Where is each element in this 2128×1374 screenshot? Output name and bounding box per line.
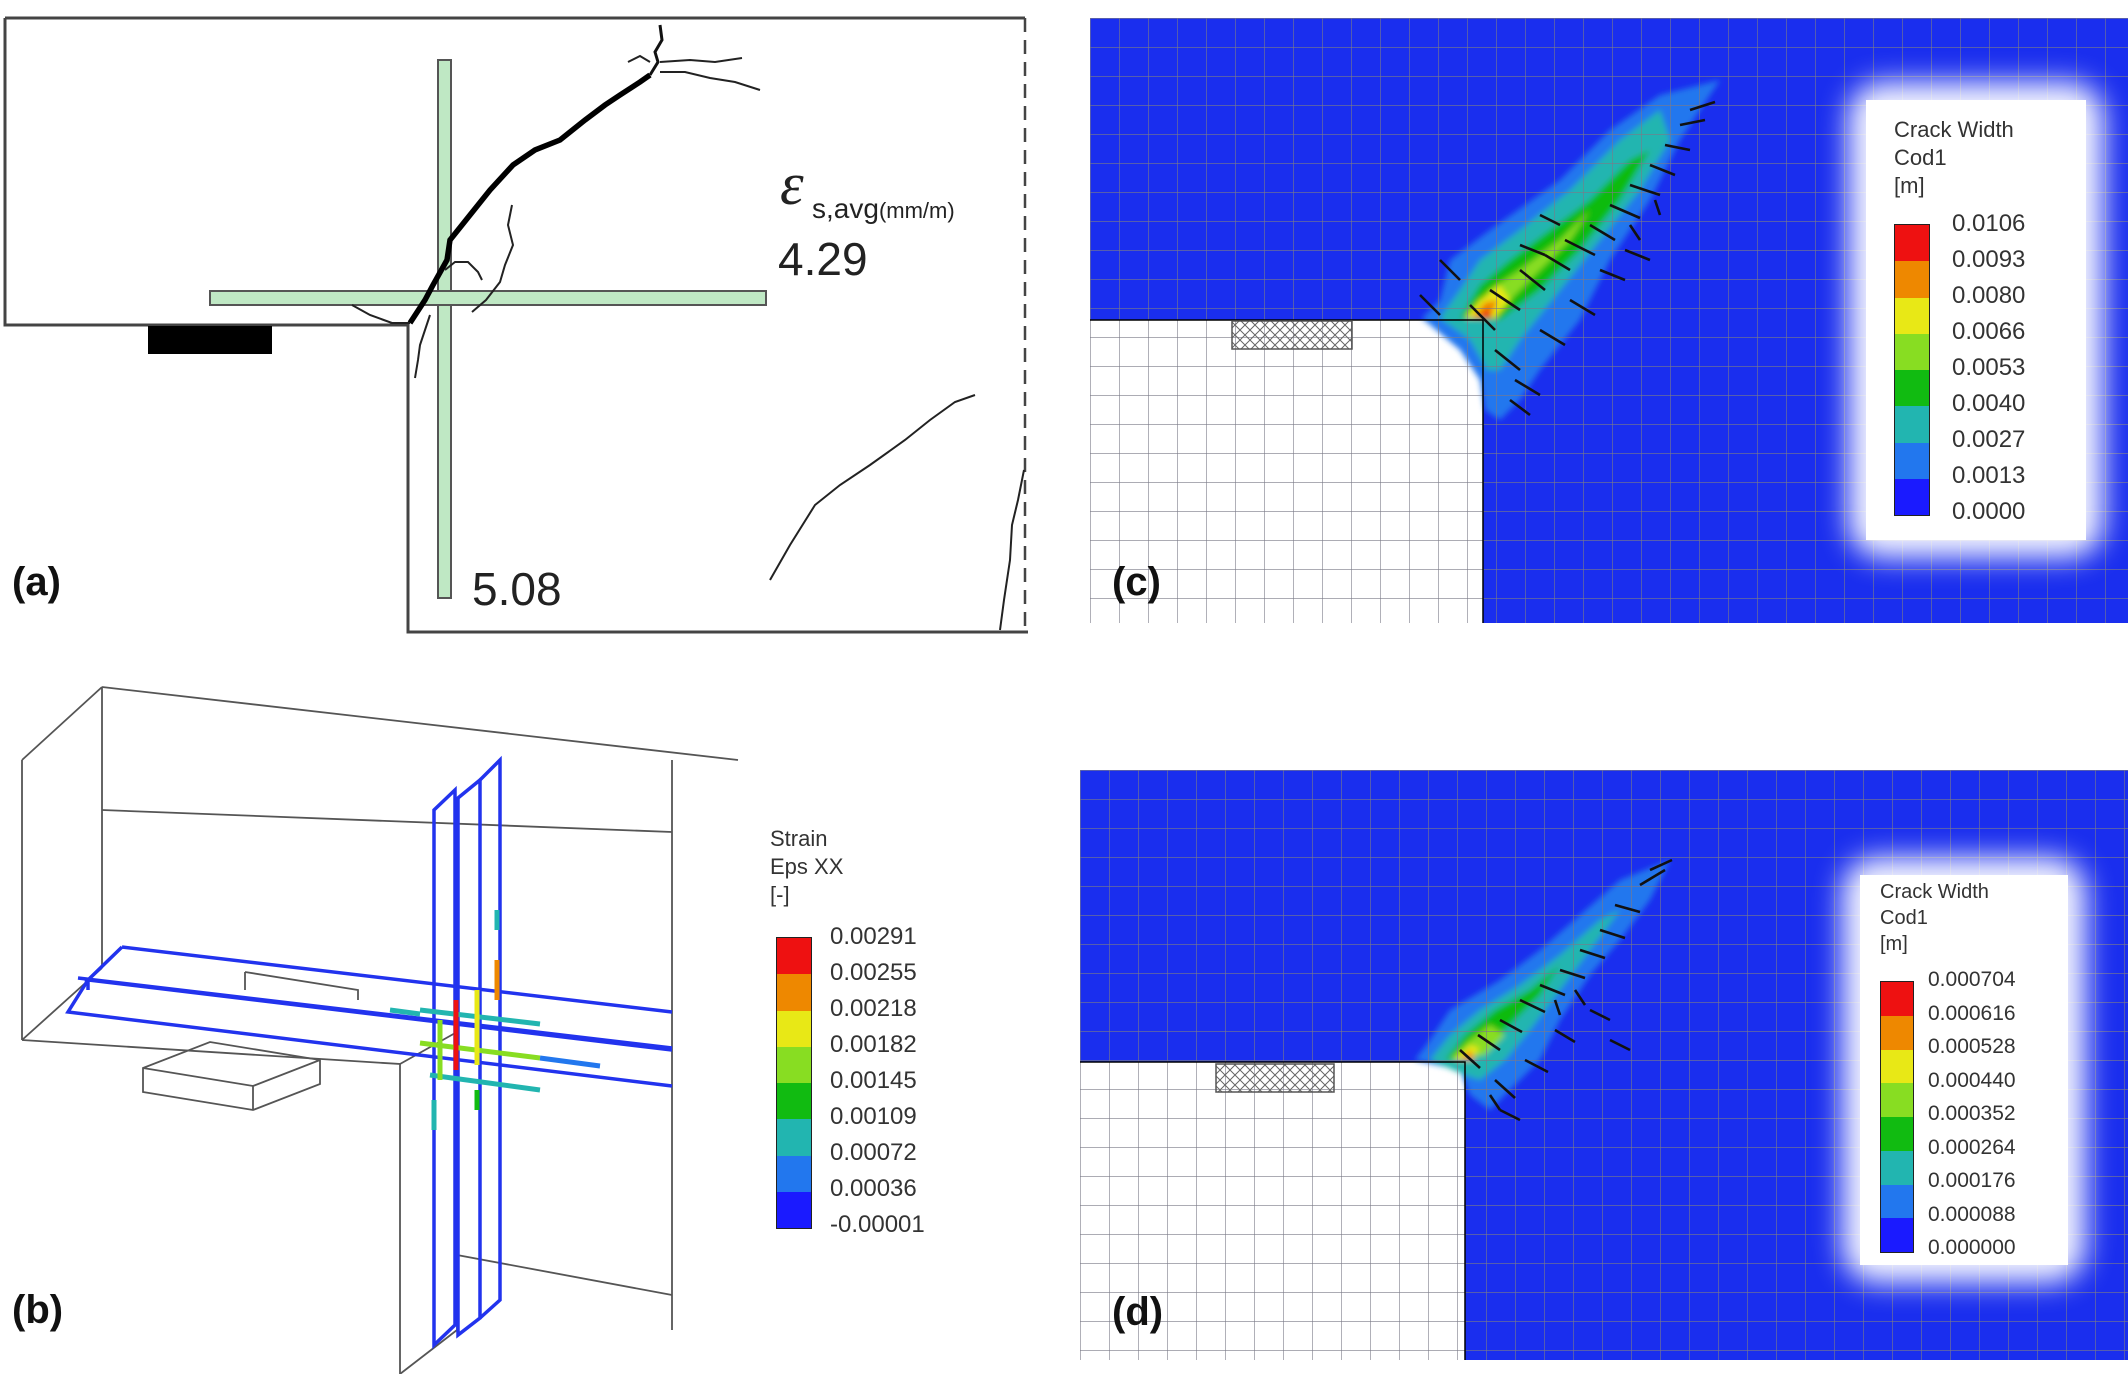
- panel-d-label: (d): [1112, 1290, 1164, 1334]
- panel-d-legend-value: 0.000704: [1928, 968, 2016, 992]
- panel-b-scale-segment: [777, 1010, 811, 1047]
- panel-c-legend-title-3: [m]: [1894, 173, 1925, 198]
- panel-b-legend-value: 0.00145: [830, 1066, 917, 1094]
- panel-d-legend-value: 0.000264: [1928, 1135, 2016, 1159]
- panel-d-scale-segment: [1881, 1117, 1913, 1151]
- panel-b-scale-segment: [777, 1046, 811, 1083]
- panel-d-legend-title-2: Cod1: [1880, 907, 1928, 929]
- panel-c-scale-segment: [1895, 370, 1929, 407]
- panel-d-bearing-plate: [1215, 1063, 1335, 1093]
- panel-d-legend-value: 0.000352: [1928, 1102, 2016, 1126]
- panel-b-drawing: [21, 686, 739, 1374]
- panel-b-legend-value: 0.00218: [830, 994, 917, 1022]
- panel-a-drawing: [3, 16, 1028, 634]
- panel-a-horizontal-strain-value: 4.29: [778, 233, 868, 285]
- panel-c-legend: Crack Width Cod1 [m] 0.0106 0.0093 0.0080 0…: [1866, 100, 2086, 540]
- panel-d-scale-segment: [1881, 1049, 1913, 1084]
- panel-b-legend-value: 0.00072: [830, 1138, 917, 1166]
- panel-c-scale-segment: [1895, 261, 1929, 298]
- panel-c-legend-title-1: Crack Width: [1894, 117, 2014, 142]
- panel-d-scale-segment: [1881, 1015, 1913, 1050]
- panel-c-legend-value: 0.0080: [1952, 281, 2026, 309]
- panel-c-legend-title-2: Cod1: [1894, 145, 1947, 170]
- panel-c-scale-segment: [1895, 406, 1929, 443]
- panel-c-legend-value: 0.0000: [1952, 497, 2026, 525]
- panel-d-legend-value: 0.000000: [1928, 1236, 2016, 1260]
- panel-c-legend-value: 0.0106: [1952, 209, 2026, 237]
- panel-b-legend-value: 0.00255: [830, 958, 917, 986]
- panel-c-scale-segment: [1895, 478, 1929, 515]
- panel-c-label: (c): [1112, 560, 1161, 604]
- panel-b-legend-value: 0.00182: [830, 1030, 917, 1058]
- panel-a-bearing-plate: [148, 326, 272, 354]
- panel-d-legend-title-3: [m]: [1880, 933, 1908, 955]
- panel-a-strain-symbol: ε: [780, 151, 804, 217]
- panel-d-scale-segment: [1881, 1083, 1913, 1117]
- panel-d-legend-value: 0.000176: [1928, 1169, 2016, 1193]
- panel-b-legend-value: -0.00001: [830, 1210, 925, 1238]
- panel-d-legend-value: 0.000088: [1928, 1202, 2016, 1226]
- panel-b-legend-value: 0.00036: [830, 1174, 917, 1202]
- panel-d-scale-segment: [1881, 982, 1913, 1016]
- panel-a-main-crack: [407, 72, 652, 325]
- panel-b-scale-segment: [777, 938, 811, 975]
- panel-c-legend-value: 0.0013: [1952, 461, 2026, 489]
- panel-b-scale-segment: [777, 974, 811, 1011]
- panel-b-legend-title-3: [-]: [770, 882, 790, 907]
- panel-b-rebar-cage: [65, 755, 673, 1350]
- panel-b-legend-title-1: Strain: [770, 826, 828, 851]
- panel-b-scale-segment: [777, 1119, 811, 1156]
- panel-a-label: (a): [12, 560, 61, 604]
- panel-d-legend-title-1: Crack Width: [1880, 881, 1989, 903]
- panel-b-legend-value: 0.00291: [830, 922, 917, 950]
- panel-c-scale-segment: [1895, 225, 1929, 262]
- panel-d-scale-segment: [1881, 1184, 1913, 1219]
- panel-b-scale-segment: [777, 1155, 811, 1192]
- panel-c-scale-segment: [1895, 333, 1929, 370]
- panel-b-scale-segment: [777, 1083, 811, 1120]
- panel-a-vertical-strain-value: 5.08: [472, 563, 562, 615]
- panel-c-bearing-plate: [1231, 320, 1353, 350]
- panel-c-legend-value: 0.0040: [1952, 389, 2026, 417]
- panel-c-color-scale: [1894, 224, 1930, 516]
- panel-b-legend-title-2: Eps XX: [770, 854, 844, 879]
- panel-d-legend-value: 0.000528: [1928, 1035, 2016, 1059]
- panel-c-legend-value: 0.0027: [1952, 425, 2026, 453]
- panel-c-scale-segment: [1895, 297, 1929, 334]
- panel-a-vertical-rebar: [437, 59, 452, 599]
- panel-b-legend: Strain Eps XX [-] 0.00291 0.00255 0.00218 0…: [770, 825, 970, 1238]
- panel-b-color-scale: [776, 937, 812, 1229]
- panel-b-scale-segment: [777, 1191, 811, 1228]
- panel-d-legend-value: 0.000616: [1928, 1001, 2016, 1025]
- panel-b-legend-value: 0.00109: [830, 1102, 917, 1130]
- panel-d-scale-segment: [1881, 1218, 1913, 1252]
- panel-d-scale-segment: [1881, 1150, 1913, 1185]
- panel-c-legend-value: 0.0093: [1952, 245, 2026, 273]
- panel-a-subscript-text: s,avg: [812, 193, 879, 224]
- panel-a-unit: (mm/m): [878, 198, 955, 223]
- panel-a-beam-outline: [3, 18, 1028, 634]
- panel-d-legend-value: 0.000440: [1928, 1068, 2016, 1092]
- panel-a-strain-subscript: s,avg(mm/m): [812, 193, 955, 225]
- panel-b-label: (b): [12, 1288, 64, 1332]
- panel-c-legend-value: 0.0053: [1952, 353, 2026, 381]
- panel-c-legend-value: 0.0066: [1952, 317, 2026, 345]
- panel-d-legend: Crack Width Cod1 [m] 0.000704 0.000616 0.0…: [1860, 875, 2068, 1265]
- panel-c-scale-segment: [1895, 442, 1929, 479]
- panel-d-color-scale: [1880, 981, 1914, 1253]
